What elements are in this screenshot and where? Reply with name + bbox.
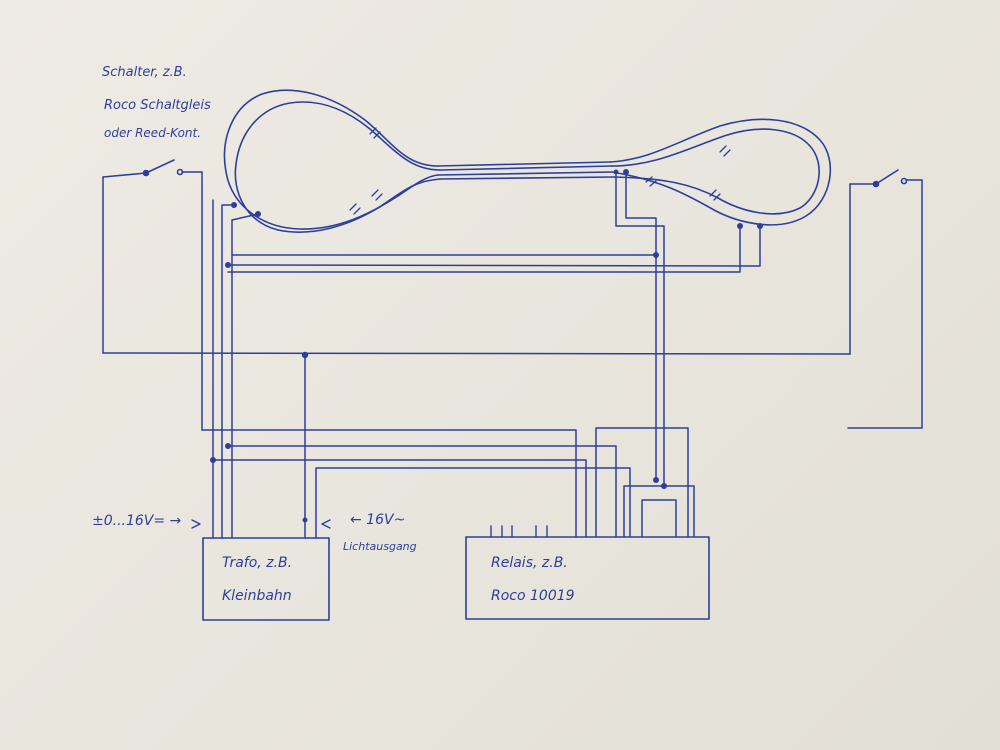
wire-bus-upper-2 — [227, 225, 741, 273]
dc-input-label: ±0...16V= → — [92, 513, 182, 529]
ac-output-caption: Lichtausgang — [343, 540, 417, 553]
relay-box — [465, 536, 710, 620]
wire-relay-coil-a — [623, 485, 695, 537]
insulated-joint — [719, 145, 731, 157]
right-loop-outer-rail — [609, 118, 832, 226]
wire-trafo-feed-b — [221, 204, 235, 539]
insulated-joint — [371, 189, 383, 201]
insulated-joint — [709, 189, 721, 201]
right-switch-contact-open — [900, 177, 908, 185]
center-track-rail-3 — [437, 171, 613, 176]
right-switch-contact — [872, 180, 880, 188]
wire-right-loop-feed — [615, 171, 665, 487]
left-loop-inner-rail — [234, 101, 441, 233]
left-track-loop — [223, 89, 441, 233]
center-track — [437, 161, 615, 180]
left-switch-blade — [145, 159, 175, 174]
relay-label-line1: Relais, z.B. — [491, 555, 568, 571]
dc-input-arrow-head — [191, 519, 201, 529]
wire-trafo-feed-c — [231, 213, 259, 539]
center-track-rail-bottom — [439, 176, 615, 180]
wire-relay-loop — [595, 427, 689, 537]
switch-label-line2: Roco Schaltgleis — [104, 98, 211, 113]
right-loop-inner-rail — [611, 128, 820, 215]
arrows — [191, 519, 331, 529]
wire-bus-mid — [231, 169, 657, 256]
left-switch — [102, 159, 203, 178]
left-switch-contact — [142, 169, 150, 177]
wire-bus-low-4 — [315, 467, 631, 539]
wire-bus-low-1 — [201, 429, 577, 537]
junctions — [210, 169, 763, 523]
relay-pins — [490, 525, 548, 537]
insulated-joint — [349, 203, 361, 215]
switch-label-line1: Schalter, z.B. — [102, 65, 187, 80]
relay-label-line2: Roco 10019 — [491, 588, 575, 604]
wire-right-switch-return — [847, 179, 923, 429]
insulated-joint — [369, 127, 381, 139]
insulated-joints — [349, 127, 731, 215]
wire-relay-coil-b — [641, 499, 677, 537]
transformer-box — [202, 537, 330, 621]
wires — [102, 169, 923, 539]
ac-output-value: ← 16V~ — [350, 512, 406, 528]
center-track-rail-top — [437, 161, 611, 167]
ac-output-arrow-head — [321, 519, 331, 529]
switch-label-line3: oder Reed-Kont. — [104, 126, 202, 140]
wire-bus-low-3 — [212, 459, 587, 537]
wire-common-bus — [102, 352, 851, 355]
right-switch — [849, 169, 923, 188]
left-switch-lead-left — [102, 172, 147, 178]
wire-bus-low-2 — [227, 445, 617, 537]
insulated-joint — [645, 176, 657, 187]
right-switch-blade — [875, 169, 899, 185]
right-track-loop — [609, 118, 832, 226]
wire-bus-upper — [227, 225, 761, 267]
transformer-label-line1: Trafo, z.B. — [222, 555, 293, 571]
center-track-rail-2 — [439, 165, 613, 171]
transformer-label-line2: Kleinbahn — [222, 588, 292, 604]
